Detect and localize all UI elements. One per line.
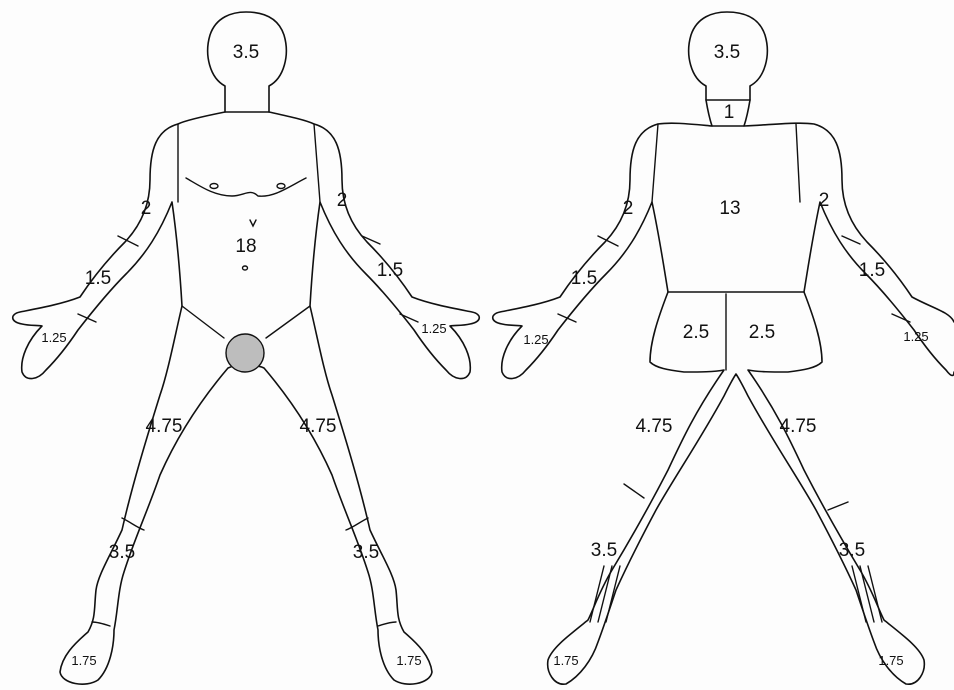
back-thigh-left-label: 4.75	[636, 416, 673, 437]
back-upper-arm-left-label: 2	[623, 198, 634, 219]
front-foot-left-label: 1.75	[71, 653, 96, 668]
front-hand-left-label: 1.25	[41, 330, 66, 345]
front-foot-right-label: 1.75	[396, 653, 421, 668]
front-chest-line	[186, 178, 306, 196]
back-leg-left-label: 3.5	[591, 540, 617, 561]
back-foot-right-label: 1.75	[878, 653, 903, 668]
back-forearm-left-label: 1.5	[571, 268, 597, 289]
front-upper-arm-right-label: 2	[337, 190, 348, 211]
front-hand-right-label: 1.25	[421, 321, 446, 336]
front-thigh-right-label: 4.75	[300, 416, 337, 437]
front-leg-right-label: 3.5	[353, 542, 379, 563]
front-navel	[243, 266, 248, 270]
back-trunk-label: 13	[719, 198, 740, 219]
back-neck-label: 1	[724, 102, 735, 123]
front-right-nipple	[277, 184, 285, 189]
front-wrist-marks	[78, 314, 418, 322]
back-leg-right-label: 3.5	[839, 540, 865, 561]
back-forearm-right-label: 1.5	[859, 260, 885, 281]
front-figure	[13, 12, 480, 684]
front-head-label: 3.5	[233, 42, 259, 63]
front-ankle-marks	[92, 622, 396, 626]
back-right-shoulder-line	[796, 124, 800, 202]
front-groin-lines	[182, 306, 310, 338]
front-xiphoid-mark	[250, 220, 256, 226]
back-wrist-marks	[558, 314, 910, 322]
back-left-shoulder-line	[652, 124, 658, 202]
back-tendon-lines	[590, 566, 882, 622]
back-buttock-left-label: 2.5	[683, 322, 709, 343]
front-left-nipple	[210, 184, 218, 189]
front-body-outline	[13, 112, 480, 684]
front-genital-area	[226, 334, 264, 372]
front-leg-left-label: 3.5	[109, 542, 135, 563]
front-forearm-left-label: 1.5	[85, 268, 111, 289]
front-trunk-label: 18	[235, 236, 256, 257]
back-thigh-right-label: 4.75	[780, 416, 817, 437]
back-upper-arm-right-label: 2	[819, 190, 830, 211]
back-hand-right-label: 1.25	[903, 329, 928, 344]
back-foot-left-label: 1.75	[553, 653, 578, 668]
back-hand-left-label: 1.25	[523, 332, 548, 347]
front-upper-arm-left-label: 2	[141, 198, 152, 219]
front-thigh-left-label: 4.75	[146, 416, 183, 437]
front-knee-marks	[122, 518, 368, 530]
front-right-shoulder-line	[314, 124, 320, 202]
back-buttock-right-label: 2.5	[749, 322, 775, 343]
front-forearm-right-label: 1.5	[377, 260, 403, 281]
back-elbow-marks	[598, 236, 860, 246]
back-head-label: 3.5	[714, 42, 740, 63]
